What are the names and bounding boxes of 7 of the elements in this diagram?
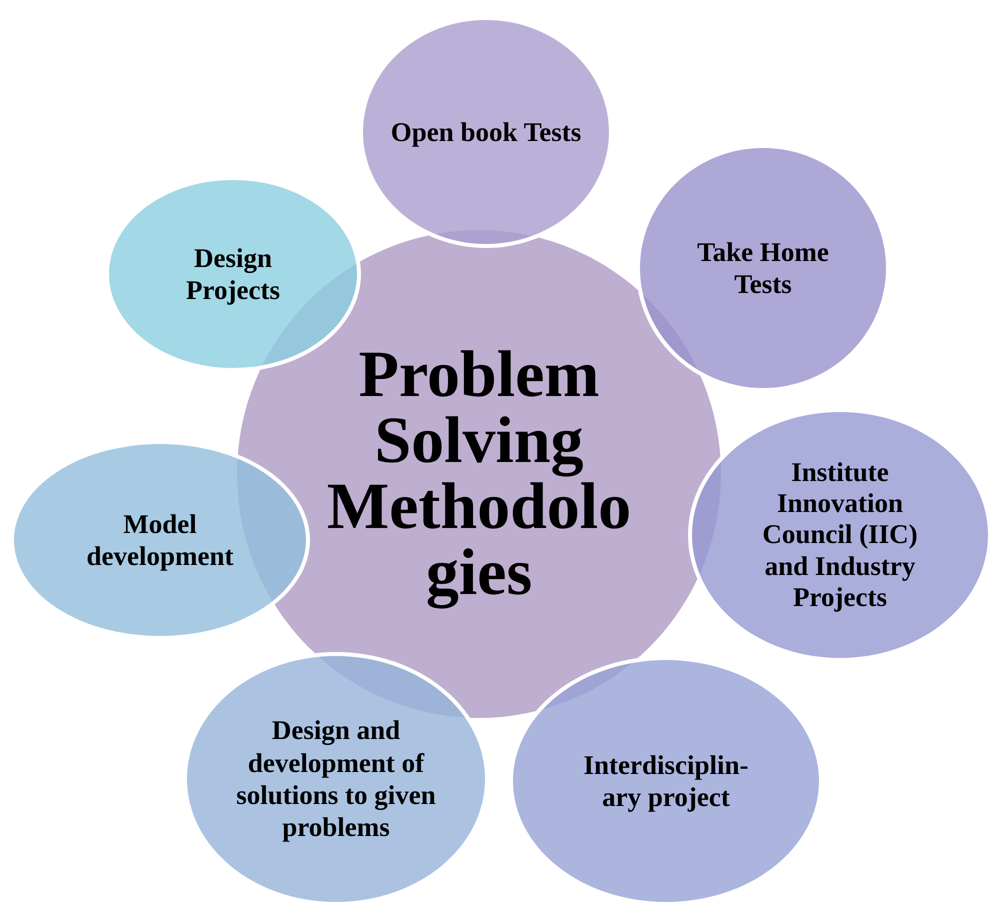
node-label: Open book Tests	[390, 116, 582, 148]
node-label: Model development	[86, 508, 234, 572]
node-label: Design Projects	[185, 242, 281, 306]
node-label: Interdisciplin- ary project	[582, 748, 750, 814]
node-label: Institute Innovation Council (IIC) and Industry Projects	[761, 457, 919, 613]
node-label: Design and development of solutions to given problems	[235, 714, 437, 844]
node-label: Take Home Tests	[696, 236, 830, 300]
